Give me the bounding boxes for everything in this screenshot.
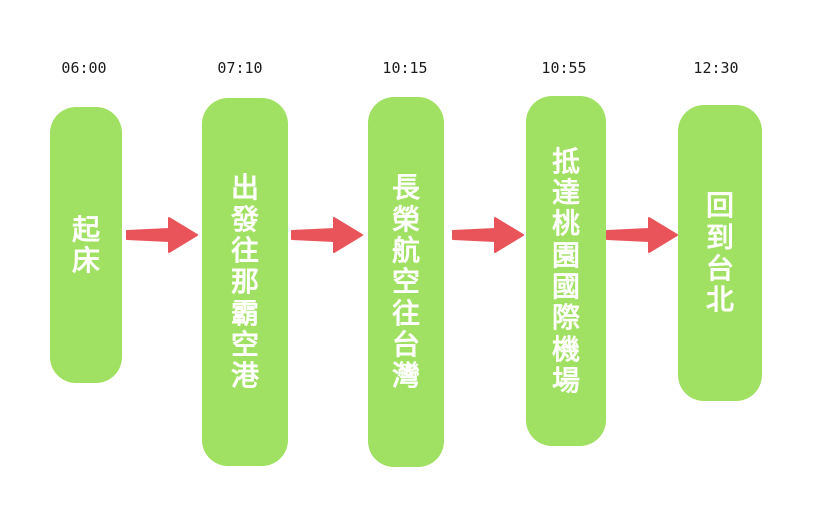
step-5-box: 回到台北 [678, 105, 762, 401]
step-1-label: 起床 [71, 212, 100, 277]
step-4-time: 10:55 [541, 59, 587, 77]
arrow-right-icon [291, 217, 363, 253]
step-2-label: 出發往那霸空港 [230, 171, 259, 393]
step-3-box: 長榮航空往台灣 [368, 97, 444, 467]
step-2-box: 出發往那霸空港 [202, 98, 288, 466]
arrow-right-icon [126, 217, 198, 253]
step-1-time: 06:00 [61, 59, 107, 77]
step-5-label: 回到台北 [705, 189, 734, 317]
arrow-right-icon [452, 217, 524, 253]
step-1-box: 起床 [50, 107, 122, 383]
step-3-time: 10:15 [382, 59, 428, 77]
arrow-right-icon [606, 217, 678, 253]
step-4-label: 抵達桃園國際機場 [551, 144, 580, 398]
step-5-time: 12:30 [693, 59, 739, 77]
step-3-label: 長榮航空往台灣 [391, 171, 420, 393]
step-4-box: 抵達桃園國際機場 [526, 96, 606, 446]
step-2-time: 07:10 [217, 59, 263, 77]
